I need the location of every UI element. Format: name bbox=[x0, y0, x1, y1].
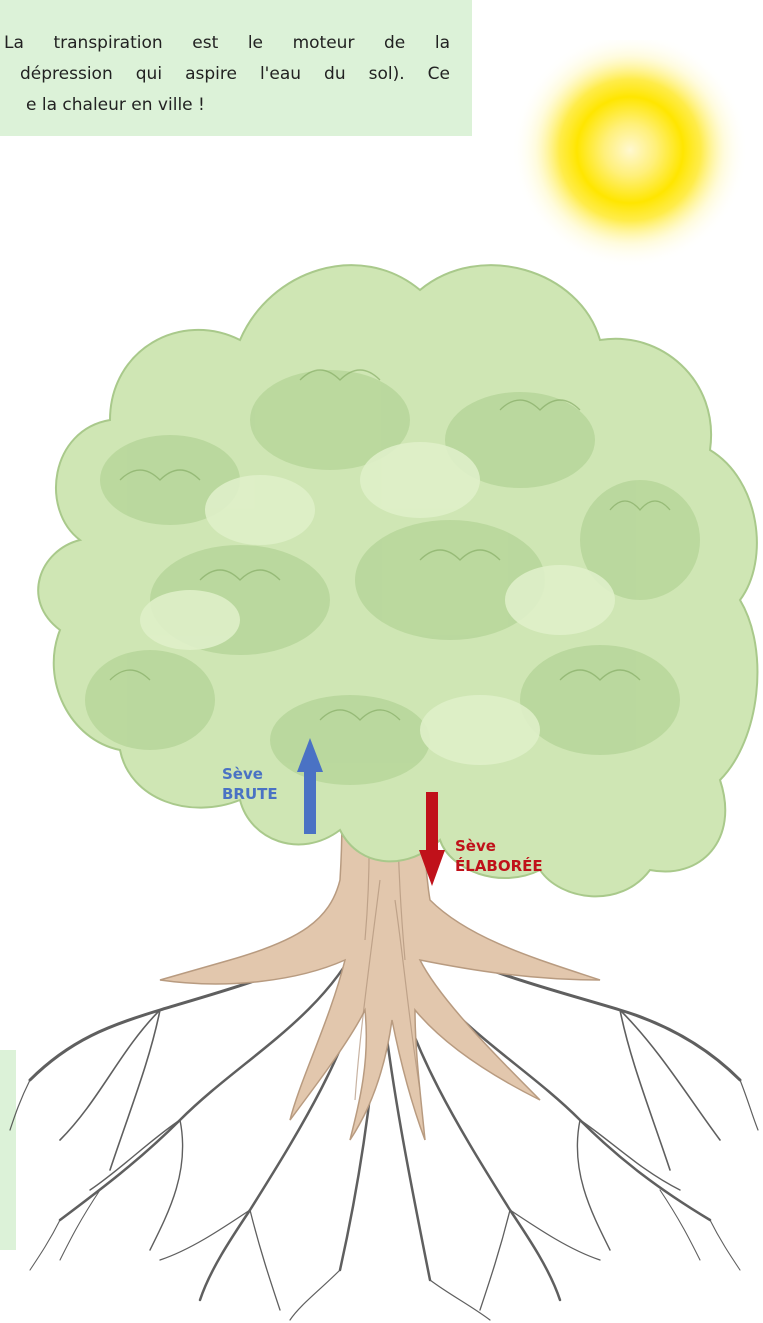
tree-illustration bbox=[0, 180, 763, 1323]
label-seve-brute-line2: BRUTE bbox=[222, 784, 278, 804]
foliage bbox=[38, 265, 757, 896]
label-seve-brute-line1: Sève bbox=[222, 764, 278, 784]
label-seve-elaboree-line2: ÉLABORÉE bbox=[455, 856, 543, 876]
label-seve-elaboree: Sève ÉLABORÉE bbox=[455, 836, 543, 876]
text-line-2: dépression qui aspire l'eau du sol). Ce bbox=[0, 59, 450, 90]
info-text-box: La transpiration est le moteur de la dép… bbox=[0, 0, 472, 136]
label-seve-elaboree-line1: Sève bbox=[455, 836, 543, 856]
text-line-3: e la chaleur en ville ! bbox=[0, 90, 450, 121]
label-seve-brute: Sève BRUTE bbox=[222, 764, 278, 804]
text-line-1: La transpiration est le moteur de la bbox=[0, 28, 450, 59]
